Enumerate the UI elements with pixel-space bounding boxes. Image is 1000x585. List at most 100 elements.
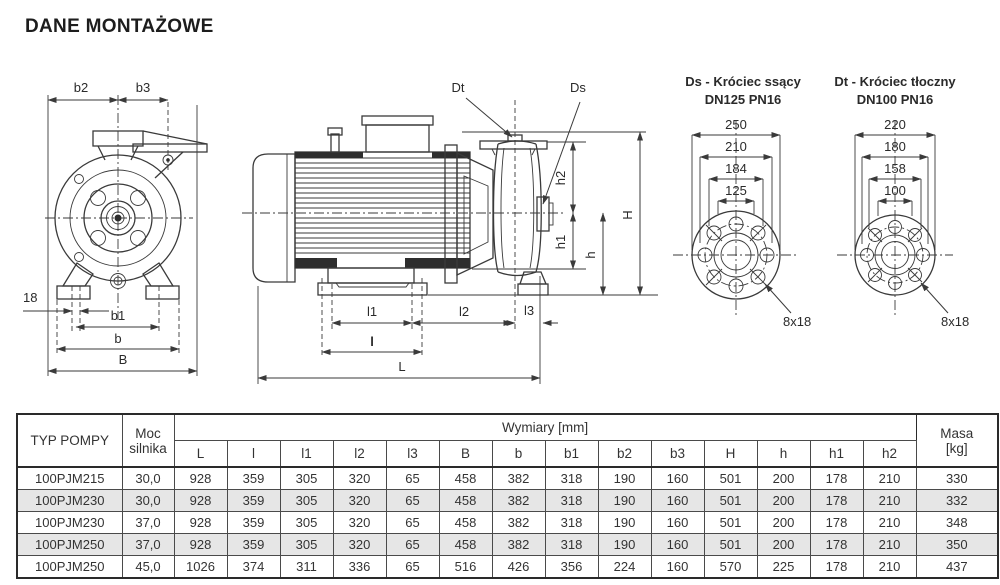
col-header-h2: h2 bbox=[862, 440, 917, 468]
dim-label-l3: l3 bbox=[524, 303, 534, 318]
cell-power: 45,0 bbox=[121, 555, 175, 579]
cell-dim: 210 bbox=[862, 511, 917, 534]
dim-label-b1: b1 bbox=[111, 308, 125, 323]
cell-dim: 210 bbox=[862, 489, 917, 512]
cell-dim: 501 bbox=[703, 533, 758, 556]
cell-dim: 210 bbox=[862, 533, 917, 556]
cell-mass: 437 bbox=[915, 555, 999, 579]
cell-dim: 311 bbox=[279, 555, 334, 579]
dim-label-l: l bbox=[370, 334, 374, 349]
dim-label-foot-slot: 18 bbox=[23, 290, 37, 305]
cell-dim: 318 bbox=[544, 533, 599, 556]
cell-dim: 200 bbox=[756, 533, 811, 556]
cell-dim: 190 bbox=[597, 533, 652, 556]
dim-label-b3: b3 bbox=[136, 80, 150, 95]
pump-side-view-drawing: Dt Ds h2 h1 h H l1 l2 l3 l L bbox=[242, 80, 658, 384]
col-header-l3: l3 bbox=[385, 440, 440, 468]
col-header-power-line1: Moc bbox=[135, 425, 161, 441]
cell-dim: 160 bbox=[650, 466, 705, 490]
label-Dt: Dt bbox=[452, 80, 465, 95]
cell-dim: 210 bbox=[862, 555, 917, 579]
cell-dim: 200 bbox=[756, 489, 811, 512]
col-header-h: h bbox=[756, 440, 811, 468]
cell-dim: 382 bbox=[491, 511, 546, 534]
cell-dim: 458 bbox=[438, 466, 493, 490]
cell-pump-type: 100PJM230 bbox=[16, 511, 123, 534]
cell-dim: 320 bbox=[332, 489, 387, 512]
dim-label-l2: l2 bbox=[459, 304, 469, 319]
cell-dim: 458 bbox=[438, 533, 493, 556]
cell-dim: 65 bbox=[385, 489, 440, 512]
flange-dim-158: 158 bbox=[884, 161, 906, 176]
cell-dim: 318 bbox=[544, 489, 599, 512]
cell-dim: 501 bbox=[703, 466, 758, 490]
col-header-L: L bbox=[173, 440, 228, 468]
cell-mass: 348 bbox=[915, 511, 999, 534]
cell-dim: 305 bbox=[279, 489, 334, 512]
dim-label-B: B bbox=[119, 352, 128, 367]
cell-dim: 65 bbox=[385, 466, 440, 490]
cell-pump-type: 100PJM215 bbox=[16, 466, 123, 490]
cell-dim: 200 bbox=[756, 466, 811, 490]
cell-dim: 224 bbox=[597, 555, 652, 579]
col-header-b3: b3 bbox=[650, 440, 705, 468]
cell-dim: 382 bbox=[491, 489, 546, 512]
table-row: 100PJM250 45,0 1026 374 311 336 65 516 4… bbox=[16, 555, 999, 579]
cell-dim: 178 bbox=[809, 555, 864, 579]
dim-label-b2: b2 bbox=[74, 80, 88, 95]
dim-label-H: H bbox=[620, 210, 635, 219]
flange-dim-100: 100 bbox=[884, 183, 906, 198]
dim-label-b: b bbox=[114, 331, 121, 346]
suction-flange-title: Ds - Króciec ssący bbox=[685, 74, 801, 89]
cell-dim: 305 bbox=[279, 511, 334, 534]
dim-label-L: L bbox=[398, 359, 405, 374]
col-header-mass-line2: [kg] bbox=[945, 440, 968, 456]
cell-power: 37,0 bbox=[121, 533, 175, 556]
suction-flange-size: DN125 PN16 bbox=[705, 92, 782, 107]
cell-dim: 359 bbox=[226, 533, 281, 556]
cell-dim: 305 bbox=[279, 533, 334, 556]
flange-details-drawing: Ds - Króciec ssący DN125 PN16 250 210 18… bbox=[673, 74, 969, 329]
cell-dim: 190 bbox=[597, 466, 652, 490]
cell-dim: 336 bbox=[332, 555, 387, 579]
table-row: 100PJM230 30,0 928 359 305 320 65 458 38… bbox=[16, 489, 999, 512]
cell-dim: 382 bbox=[491, 466, 546, 490]
cell-pump-type: 100PJM250 bbox=[16, 533, 123, 556]
cell-dim: 501 bbox=[703, 511, 758, 534]
table-header-row-top: TYP POMPY Moc silnika Wymiary [mm] Masa … bbox=[16, 413, 999, 468]
discharge-flange-size: DN100 PN16 bbox=[857, 92, 934, 107]
cell-dim: 160 bbox=[650, 555, 705, 579]
cell-mass: 332 bbox=[915, 489, 999, 512]
cell-dim: 516 bbox=[438, 555, 493, 579]
cell-mass: 330 bbox=[915, 466, 999, 490]
col-header-mass-line1: Masa bbox=[940, 425, 974, 441]
cell-dim: 928 bbox=[173, 533, 228, 556]
cell-dim: 160 bbox=[650, 533, 705, 556]
cell-dim: 320 bbox=[332, 511, 387, 534]
discharge-flange-title: Dt - Króciec tłoczny bbox=[834, 74, 956, 89]
cell-dim: 426 bbox=[491, 555, 546, 579]
cell-dim: 928 bbox=[173, 466, 228, 490]
cell-dim: 160 bbox=[650, 511, 705, 534]
cell-dim: 570 bbox=[703, 555, 758, 579]
col-header-dimensions-group: Wymiary [mm] bbox=[173, 413, 917, 441]
cell-dim: 320 bbox=[332, 466, 387, 490]
col-header-b2: b2 bbox=[597, 440, 652, 468]
cell-power: 30,0 bbox=[121, 489, 175, 512]
cell-dim: 200 bbox=[756, 511, 811, 534]
cell-dim: 65 bbox=[385, 533, 440, 556]
cell-dim: 190 bbox=[597, 489, 652, 512]
suction-flange-bolt-note: 8x18 bbox=[783, 314, 811, 329]
cell-dim: 382 bbox=[491, 533, 546, 556]
col-header-b: b bbox=[491, 440, 546, 468]
cell-mass: 350 bbox=[915, 533, 999, 556]
table-header-row-dims: L l l1 l2 l3 B b b1 b2 b3 H h h1 h2 bbox=[17, 440, 998, 468]
discharge-flange-detail: Dt - Króciec tłoczny DN100 PN16 220 180 … bbox=[834, 74, 969, 329]
cell-dim: 65 bbox=[385, 511, 440, 534]
col-header-pump-type: TYP POMPY bbox=[16, 413, 123, 468]
col-header-H: H bbox=[703, 440, 758, 468]
cell-dim: 359 bbox=[226, 466, 281, 490]
col-header-power: Moc silnika bbox=[121, 413, 175, 468]
col-header-l2: l2 bbox=[332, 440, 387, 468]
